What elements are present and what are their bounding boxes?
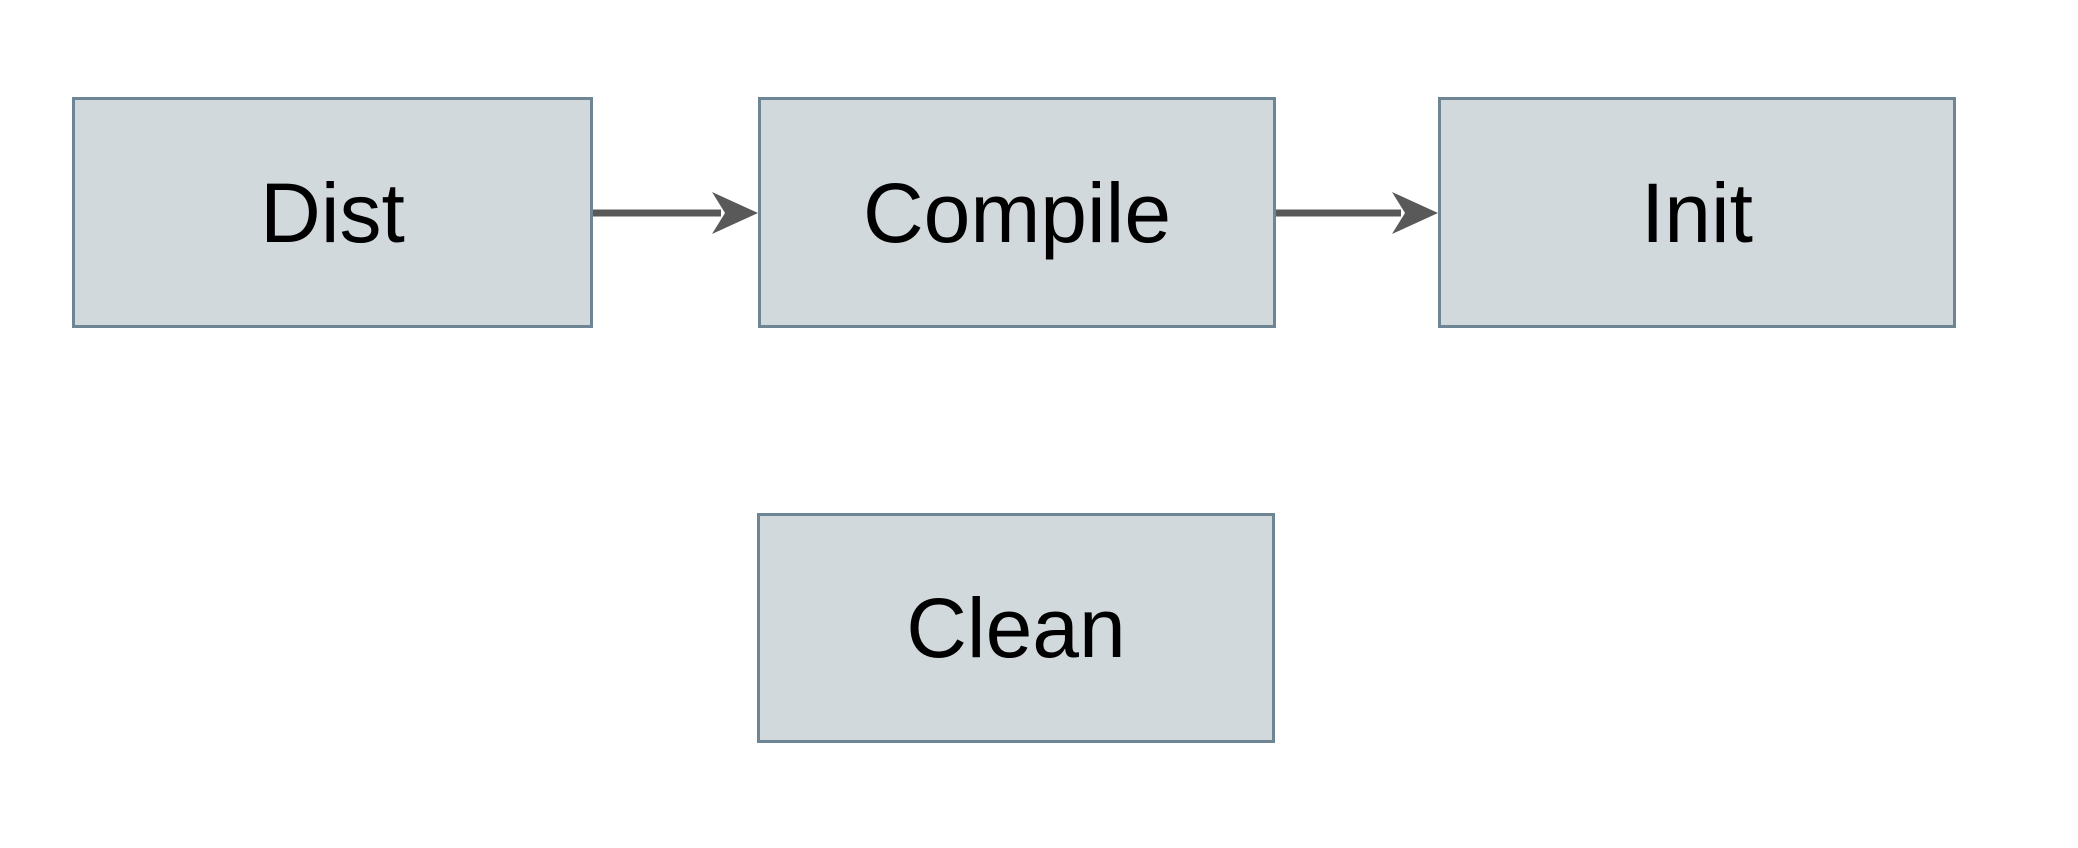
node-init-label: Init bbox=[1640, 165, 1754, 260]
node-compile: Compile bbox=[758, 97, 1276, 328]
arrow-dist-to-compile bbox=[593, 192, 758, 234]
arrow-compile-to-init bbox=[1276, 192, 1438, 234]
node-compile-label: Compile bbox=[862, 165, 1172, 260]
node-clean-label: Clean bbox=[906, 581, 1126, 675]
node-init: Init bbox=[1438, 97, 1956, 328]
node-dist: Dist bbox=[72, 97, 593, 328]
node-clean: Clean bbox=[757, 513, 1275, 743]
node-dist-label: Dist bbox=[260, 165, 405, 260]
